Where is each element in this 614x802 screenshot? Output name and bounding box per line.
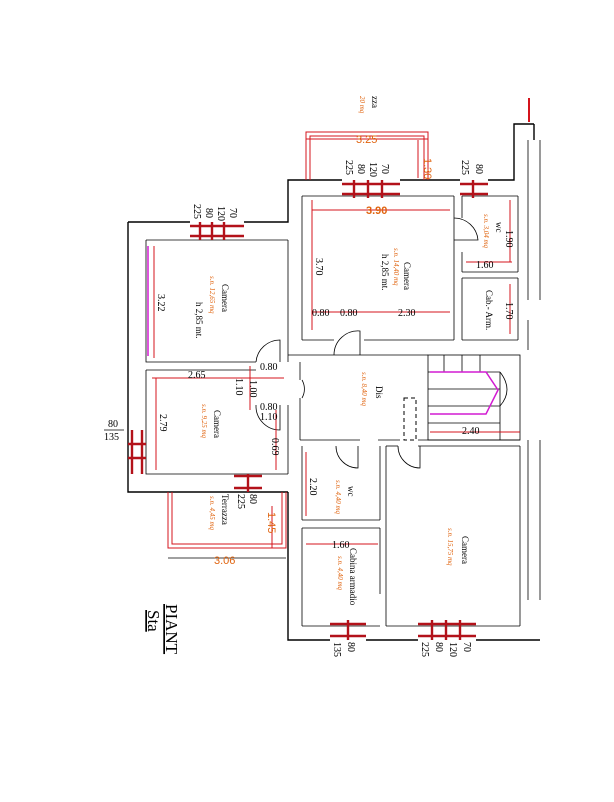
window-label: 225 (343, 160, 354, 175)
dim-terrace-bottom-width: 3.06 (214, 555, 235, 567)
dim-069: 0.69 (269, 438, 280, 456)
room-height-camera-left: h 2,85 mt. (194, 302, 204, 339)
window-label: 80 (433, 642, 444, 652)
window-labels: 225 80 120 70 225 80 120 70 225 80 80 13… (104, 160, 484, 657)
room-name-cabina: Cabina armadio (348, 548, 358, 606)
room-area-wc-bottom: s.n. 4,40 mq (334, 480, 342, 515)
room-area-camera-left: s.n. 12,65 mq (208, 276, 216, 314)
title-line-1: PIANT (162, 604, 181, 655)
door-swing-icon (333, 330, 361, 356)
staircase (403, 354, 521, 441)
window-label: 135 (104, 432, 119, 443)
window-label: 225 (235, 494, 246, 509)
room-area-camera-mid: s.n. 9,25 mq (200, 404, 208, 439)
window-label: 80 (108, 419, 118, 430)
dim-100: 1.00 (247, 380, 258, 398)
dim-terrace-top-depth: 1.30 (421, 158, 433, 179)
room-area-wc-top: s.n. 3,04 mq (482, 214, 490, 249)
dim-door-c: 0.80 (260, 362, 278, 373)
room-area-camera-top: s.n. 14,40 mq (392, 248, 400, 286)
dim-cab-arm-length: 1.70 (503, 302, 514, 320)
room-name-terrazza-bottom: Terrazza (220, 494, 230, 525)
doors (255, 217, 479, 469)
dim-camera-left-length: 3.22 (155, 294, 166, 312)
dimension-lines (152, 140, 520, 559)
dim-110-b: 1.10 (260, 412, 278, 423)
window-label: 70 (461, 642, 472, 652)
window-label: 135 (331, 642, 342, 657)
windows (128, 180, 488, 640)
window-label: 80 (355, 164, 366, 174)
door-swing-icon (301, 379, 305, 399)
dim-wc-top-width: 1.90 (503, 230, 514, 248)
dim-stair-width: 2.40 (462, 426, 480, 437)
window-label: 120 (367, 162, 378, 177)
door-swing-icon (335, 445, 359, 469)
interior-walls (145, 140, 541, 627)
dimension-labels: 3.25 1.30 3.90 3.70 1.90 1.60 1.70 3.22 … (155, 134, 514, 567)
dim-door-a: 0.80 (312, 308, 330, 319)
window-label: 120 (215, 206, 226, 221)
outer-walls (127, 123, 540, 641)
dim-terrace-top-width: 3.25 (356, 134, 377, 146)
window-label: 80 (203, 208, 214, 218)
door-swing-icon (255, 339, 281, 363)
room-area-camera-bottom: s.n. 15,75 mq (446, 528, 454, 566)
dim-door-d: 0.80 (260, 402, 278, 413)
dim-wall-230: 2.30 (398, 308, 416, 319)
room-name-camera-top: Camera (402, 262, 412, 290)
room-name-camera-bottom: Camera (460, 536, 470, 564)
room-name-wc-top: wc (494, 222, 504, 233)
dim-door-b: 0.80 (340, 308, 358, 319)
dim-wc-top-length: 1.60 (476, 260, 494, 271)
window-label: 80 (247, 494, 258, 504)
dim-terrace-bottom-depth: 1.45 (265, 512, 277, 533)
window-label: 225 (459, 160, 470, 175)
room-name-cab-arm: Cab.- Arm. (484, 290, 494, 330)
dim-camera-top-width: 3.90 (366, 205, 387, 217)
window-label: 70 (227, 208, 238, 218)
room-area-terrazza-bottom: s.n. 4,45 mq (208, 496, 216, 531)
door-swing-icon (397, 445, 421, 469)
room-area-dis: s.n. 8,40 mq (360, 372, 368, 407)
plan-title: PIANT Sta (144, 604, 181, 655)
dim-camera-top-length: 3.70 (313, 258, 324, 276)
window-label: 70 (379, 164, 390, 174)
room-name-wc-bottom: wc (346, 486, 356, 497)
window-label: 225 (191, 204, 202, 219)
dim-110-a: 1.10 (233, 378, 244, 396)
window-label: 80 (473, 164, 484, 174)
door-swing-icon (255, 404, 281, 431)
room-name-terrace-top: zza (370, 96, 380, 108)
room-name-camera-left: Camera (220, 284, 230, 312)
dim-wc-bottom-length: 2.20 (307, 478, 318, 496)
room-area-cabina: s.n. 4,40 mq (336, 556, 344, 591)
room-area-terrace-top: 20 mq (358, 96, 366, 114)
window-label: 120 (447, 642, 458, 657)
dim-cabina-width: 1.60 (332, 540, 350, 551)
dim-camera-mid-length: 2.79 (157, 414, 168, 432)
door-swing-icon (453, 217, 479, 241)
dim-camera-mid-width: 2.65 (188, 370, 206, 381)
terrace-top (305, 131, 429, 180)
window-label: 225 (419, 642, 430, 657)
window-label: 80 (345, 642, 356, 652)
room-labels: zza 20 mq Camera s.n. 14,40 mq h 2,85 mt… (194, 96, 504, 606)
room-name-dis: Dis (374, 386, 384, 399)
terrace-bottom (167, 492, 287, 549)
room-name-camera-mid: Camera (212, 410, 222, 438)
title-line-2: Sta (144, 610, 163, 632)
room-height-camera-top: h 2,85 mt. (380, 254, 390, 291)
